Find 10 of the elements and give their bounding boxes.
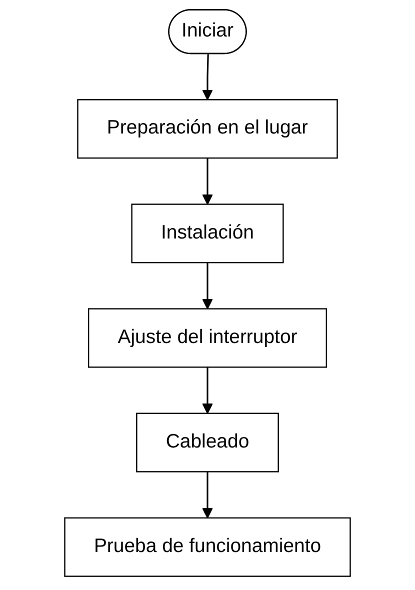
- arrow: [202, 472, 213, 518]
- node-box: Instalación: [131, 204, 284, 264]
- node-box: Prueba de funcionamiento: [64, 517, 351, 577]
- arrow: [202, 367, 213, 414]
- arrow: [202, 158, 213, 205]
- node-box: Preparación en el lugar: [77, 99, 338, 159]
- node-box: Cableado: [136, 412, 279, 472]
- arrow: [202, 54, 213, 100]
- node-box: Ajuste del interruptor: [88, 308, 328, 368]
- arrow: [202, 262, 213, 310]
